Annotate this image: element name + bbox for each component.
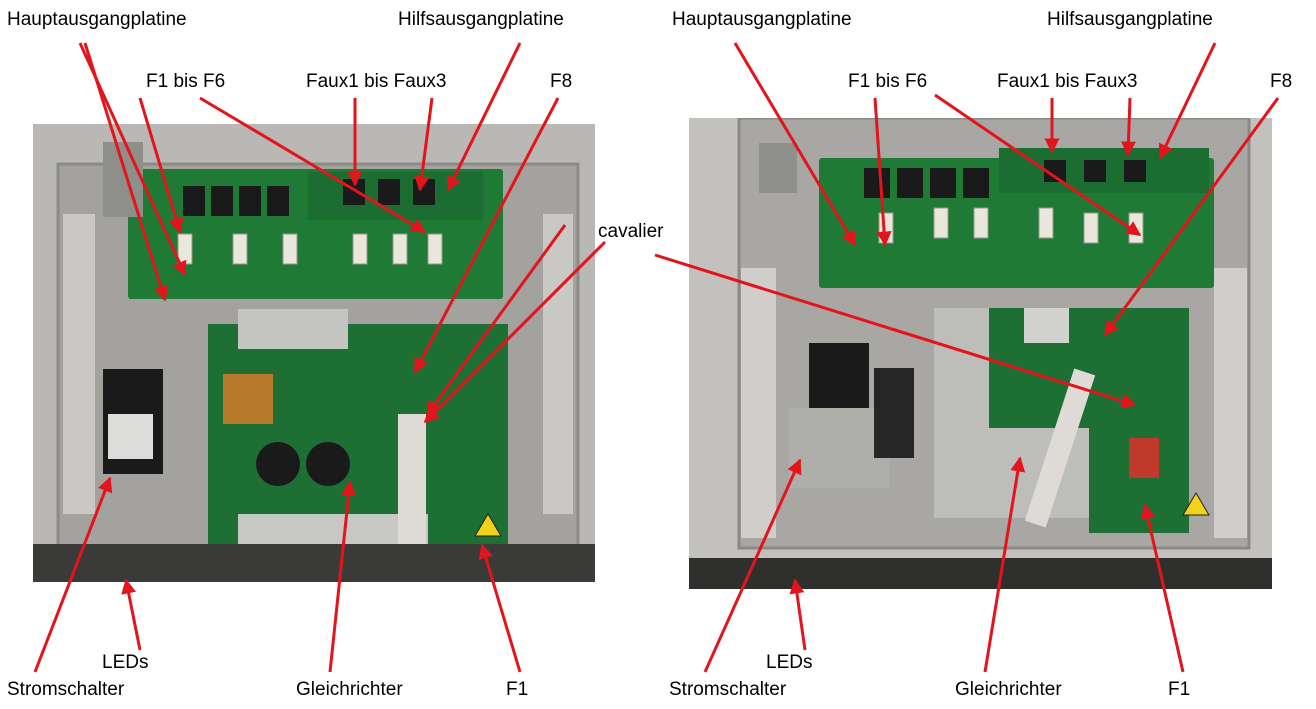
label-left-main-output-board: Hauptausgangplatine xyxy=(7,9,187,30)
label-left-aux-output-board: Hilfsausgangplatine xyxy=(398,9,564,30)
label-left-fuse-f8: F8 xyxy=(550,71,573,92)
label-right-rectifier: Gleichrichter xyxy=(955,679,1062,700)
left-device-photo xyxy=(33,124,595,582)
label-left-fuses-f1-f6: F1 bis F6 xyxy=(146,71,226,92)
label-left-leds: LEDs xyxy=(102,652,149,673)
label-right-fuses-f1-f6: F1 bis F6 xyxy=(848,71,928,92)
label-right-jumper: cavalier xyxy=(598,221,664,242)
label-left-fuse-f1: F1 xyxy=(506,679,529,700)
label-left-rectifier: Gleichrichter xyxy=(296,679,403,700)
label-right-main-output-board: Hauptausgangplatine xyxy=(672,9,852,30)
arrow-right-leds xyxy=(789,578,807,651)
right-device-photo xyxy=(689,118,1272,589)
label-right-fuse-f8: F8 xyxy=(1270,71,1293,92)
label-right-leds: LEDs xyxy=(766,652,813,673)
arrow-left-leds xyxy=(121,578,142,651)
label-left-fuses-faux: Faux1 bis Faux3 xyxy=(306,71,447,92)
label-right-aux-output-board: Hilfsausgangplatine xyxy=(1047,9,1213,30)
power-switch-block xyxy=(809,343,869,413)
label-right-fuse-f1: F1 xyxy=(1168,679,1191,700)
label-left-power-switch: Stromschalter xyxy=(7,679,125,700)
label-right-fuses-faux: Faux1 bis Faux3 xyxy=(997,71,1138,92)
label-right-power-switch: Stromschalter xyxy=(669,679,787,700)
